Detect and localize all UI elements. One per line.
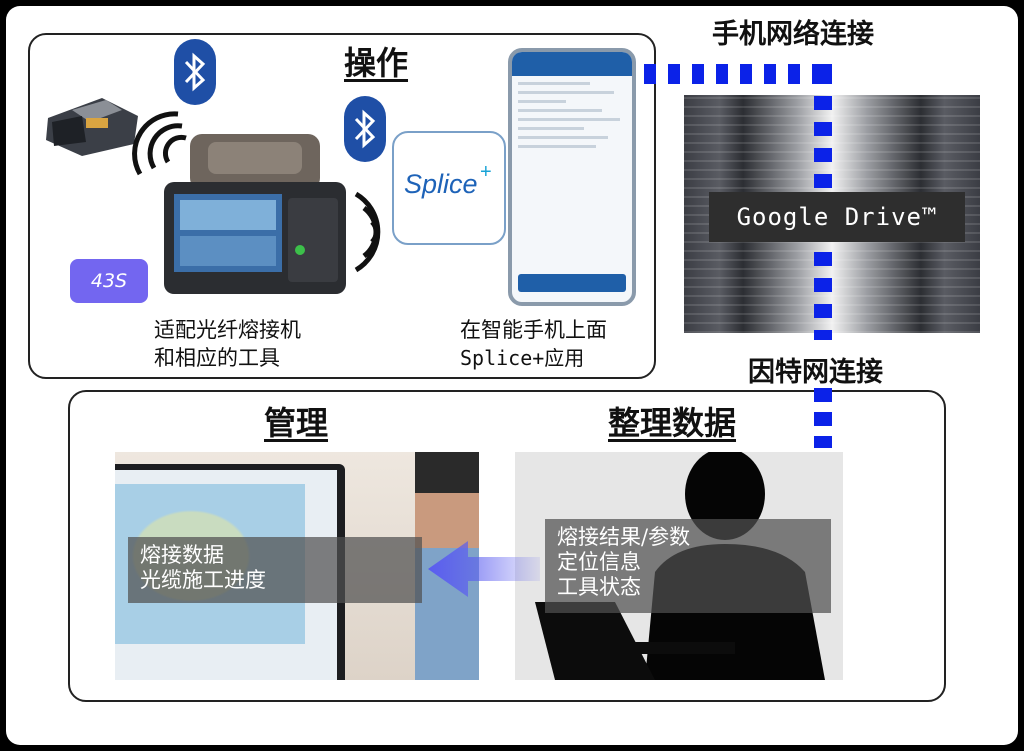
connection-dash <box>814 148 832 162</box>
connection-dash <box>788 64 800 84</box>
bluetooth-icon <box>174 39 216 105</box>
connection-dash <box>814 412 832 426</box>
mobile-connection-label: 手机网络连接 <box>712 19 874 50</box>
caption-splicer-line1: 适配光纤熔接机 <box>154 318 301 342</box>
management-heading: 管理 <box>264 404 329 442</box>
connection-dash <box>814 304 832 318</box>
wireless-waves-icon <box>132 111 187 176</box>
fiber-cleaver-tool <box>46 98 138 156</box>
connection-dash <box>814 122 832 136</box>
wireless-waves-icon <box>354 191 381 273</box>
google-drive-label: Google Drive™ <box>709 192 965 242</box>
organize-item: 定位信息 <box>557 550 641 574</box>
arrow-left-icon <box>428 541 540 597</box>
connection-dash <box>814 278 832 292</box>
bluetooth-icon <box>344 96 386 162</box>
caption-app-line1: 在智能手机上面 <box>460 318 607 342</box>
app-logo-text: Splice <box>404 169 478 199</box>
internet-connection-label: 因特网连接 <box>748 357 883 388</box>
operation-heading: 操作 <box>344 44 409 82</box>
connection-dash <box>814 174 832 188</box>
connection-dash <box>814 252 832 266</box>
connection-dash <box>814 388 832 402</box>
splice-plus-app-icon: Splice + <box>392 131 506 245</box>
caption-app-line2: Splice+应用 <box>460 346 585 370</box>
connection-dash <box>644 64 656 84</box>
organize-info-box: 熔接结果/参数 定位信息 工具状态 <box>545 519 831 613</box>
organize-item: 工具状态 <box>557 575 641 599</box>
connection-dash <box>764 64 776 84</box>
connection-dash <box>692 64 704 84</box>
organize-heading: 整理数据 <box>608 404 737 442</box>
fusion-splicer-device <box>164 134 346 294</box>
connection-dash <box>812 64 832 84</box>
management-item: 熔接数据 <box>140 543 224 567</box>
smartphone-app-screen <box>508 48 636 306</box>
management-info-box: 熔接数据 光缆施工进度 <box>128 537 422 603</box>
connection-dash <box>716 64 728 84</box>
device-model-badge: 43S <box>70 259 148 303</box>
connection-dash <box>668 64 680 84</box>
management-item: 光缆施工进度 <box>140 568 266 592</box>
caption-splicer-line2: 和相应的工具 <box>154 346 280 370</box>
connection-dash <box>740 64 752 84</box>
connection-dash <box>814 96 832 110</box>
connection-dash <box>814 436 832 448</box>
connection-dash <box>814 330 832 340</box>
organize-item: 熔接结果/参数 <box>557 525 691 549</box>
app-logo-mark: + <box>480 161 492 183</box>
